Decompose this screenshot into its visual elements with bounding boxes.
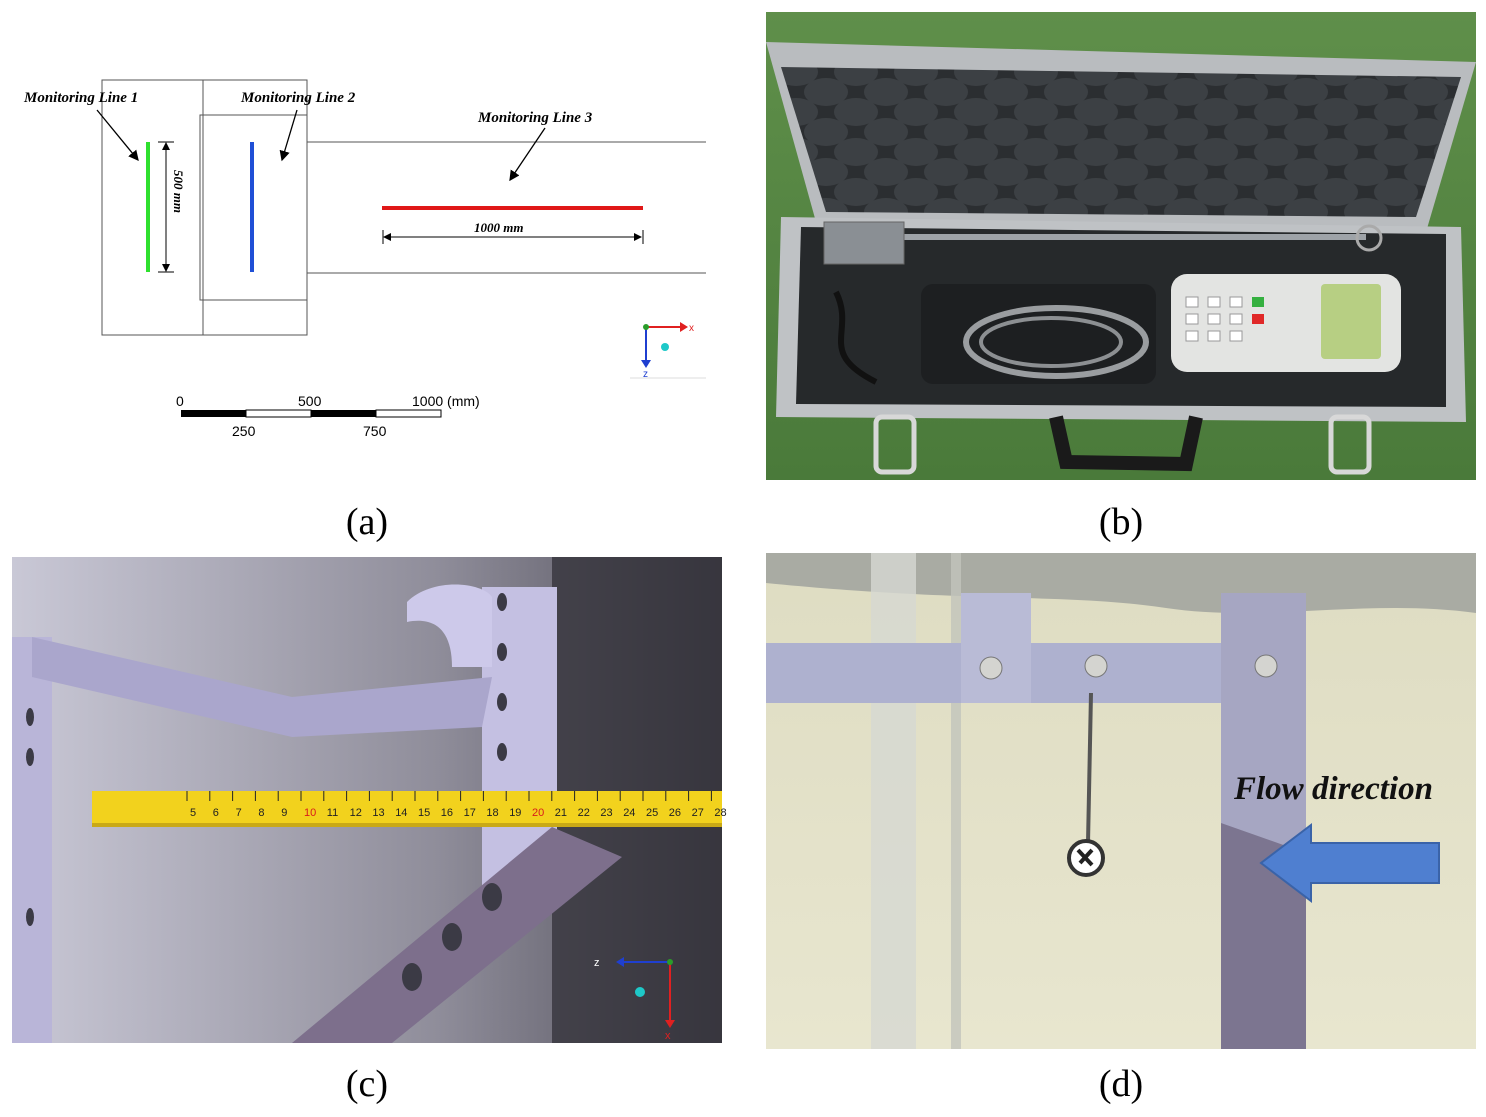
tape-number: 21	[555, 807, 567, 819]
tape-number: 9	[281, 807, 287, 819]
tape-number: 11	[327, 807, 338, 819]
scale-seg-2	[245, 409, 312, 418]
scale-label-250: 250	[232, 423, 256, 439]
tape-number: 6	[213, 807, 219, 819]
latch-left	[873, 414, 917, 475]
latch-right	[1328, 414, 1372, 475]
tape-number: 18	[486, 807, 498, 819]
axis-origin-c	[667, 959, 673, 965]
tape-number: 7	[236, 807, 242, 819]
leader-arrow-1	[96, 109, 139, 162]
probe-propeller	[1355, 224, 1383, 252]
tape-number: 12	[350, 807, 362, 819]
axis-x-label-c: x	[665, 1030, 671, 1042]
axis-origin	[643, 324, 649, 330]
cable-compartment	[921, 284, 1156, 384]
frame-post-left	[12, 637, 52, 1043]
bolts	[979, 654, 1278, 680]
scale-seg-1	[181, 410, 246, 417]
axis-z-label: z	[643, 369, 648, 380]
dim-500-label: 500 mm	[171, 170, 186, 213]
probe-head	[823, 221, 905, 265]
scale-label-1000: 1000 (mm)	[412, 393, 480, 409]
probe-rod	[896, 234, 1366, 240]
label-monitoring-line-2: Monitoring Line 2	[240, 90, 356, 106]
coiled-cable	[963, 305, 1149, 379]
frame-bracket-d	[961, 593, 1031, 703]
panel-b-photo	[766, 12, 1476, 480]
glass-edge	[951, 553, 961, 1049]
leader-arrow-3	[509, 127, 546, 182]
inner-box	[199, 114, 308, 301]
scale-label-750: 750	[363, 423, 387, 439]
tape-number: 26	[669, 807, 681, 819]
meter-screen	[1321, 284, 1381, 359]
label-monitoring-line-3: Monitoring Line 3	[477, 110, 593, 126]
leader-arrow-2	[279, 109, 298, 162]
caption-b: (b)	[1098, 501, 1144, 543]
panel-a-schematic: Monitoring Line 1 Monitoring Line 2 Moni…	[23, 79, 706, 439]
tape-measure	[92, 791, 722, 827]
tape-number: 10	[304, 807, 316, 819]
flow-arrow	[1259, 822, 1440, 904]
tape-number: 24	[623, 807, 635, 819]
axis-view-dot-c	[635, 987, 645, 997]
scale-seg-4	[375, 409, 442, 418]
tape-number: 5	[190, 807, 196, 819]
glass-post	[871, 553, 916, 1049]
panel-c-photo: 5 6 7 8 9 10 11 12 13 14 15 16 17 18 19 20 21 22 23 24 25 26 2…	[12, 557, 727, 1043]
frame-bracket	[407, 584, 492, 667]
tape-number: 25	[646, 807, 658, 819]
scale-seg-3	[311, 410, 376, 417]
case-handle	[1049, 415, 1203, 472]
adapter-cable	[833, 290, 878, 385]
frame-holes	[26, 593, 507, 991]
caption-c: (c)	[345, 1063, 389, 1105]
axis-z-label-c: z	[594, 957, 600, 969]
tape-number: 23	[600, 807, 612, 819]
tape-number: 22	[578, 807, 590, 819]
tape-ticks: 5 6 7 8 9 10 11 12 13 14 15 16 17 18 19 20 21 22 23 24 25 26 2…	[186, 791, 727, 819]
scale-label-500: 500	[298, 393, 322, 409]
tape-number: 15	[418, 807, 430, 819]
frame-top-beam	[32, 637, 492, 737]
tape-number: 13	[372, 807, 384, 819]
meter-keypad	[1185, 296, 1264, 342]
tape-number: 14	[395, 807, 407, 819]
axis-x-label: x	[689, 323, 694, 334]
tape-number: 19	[509, 807, 521, 819]
caption-d: (d)	[1098, 1063, 1144, 1105]
tape-number: 28	[714, 807, 726, 819]
tape-number: 8	[258, 807, 264, 819]
flow-direction-label: Flow direction	[1233, 771, 1433, 807]
caption-a: (a)	[345, 501, 389, 543]
frame-beam	[766, 643, 1301, 703]
label-monitoring-line-1: Monitoring Line 1	[23, 90, 138, 106]
lid-foam	[781, 67, 1461, 217]
tape-number: 27	[692, 807, 704, 819]
axis-view-dot	[661, 343, 669, 351]
probe-stem	[1086, 692, 1093, 844]
panel-d-photo: Flow direction	[766, 553, 1476, 1049]
outer-box-left	[101, 79, 308, 336]
tape-number: 17	[464, 807, 476, 819]
tape-number: 16	[441, 807, 453, 819]
tape-number: 20	[532, 807, 544, 819]
dim-1000-label: 1000 mm	[474, 220, 523, 235]
scale-label-0: 0	[176, 393, 184, 409]
